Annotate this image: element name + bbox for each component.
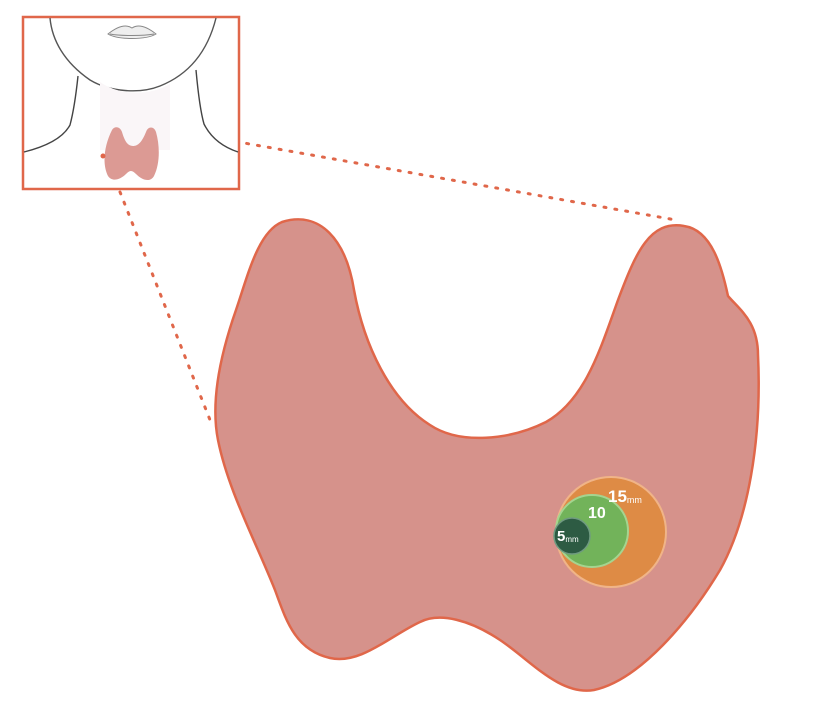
nodule-5mm-circle xyxy=(553,517,591,555)
zoom-connector-right xyxy=(158,126,678,222)
nodule-size-comparison: 15mm 10 5mm xyxy=(553,476,667,588)
lip-line xyxy=(109,33,155,36)
thyroid-gland xyxy=(214,218,760,692)
zoom-connector-left xyxy=(118,190,214,427)
nodule-15mm-label: 15mm xyxy=(608,487,642,506)
nodule-5mm-label: 5mm xyxy=(557,528,579,545)
neck-left-line xyxy=(23,75,79,153)
neck-right-line xyxy=(195,69,239,153)
jaw-line xyxy=(49,17,217,92)
inset-nodule-marker xyxy=(100,153,106,159)
nodule-10mm-label: 10 xyxy=(588,505,606,522)
inset-neck-view xyxy=(21,15,241,191)
inset-thyroid xyxy=(104,127,159,181)
